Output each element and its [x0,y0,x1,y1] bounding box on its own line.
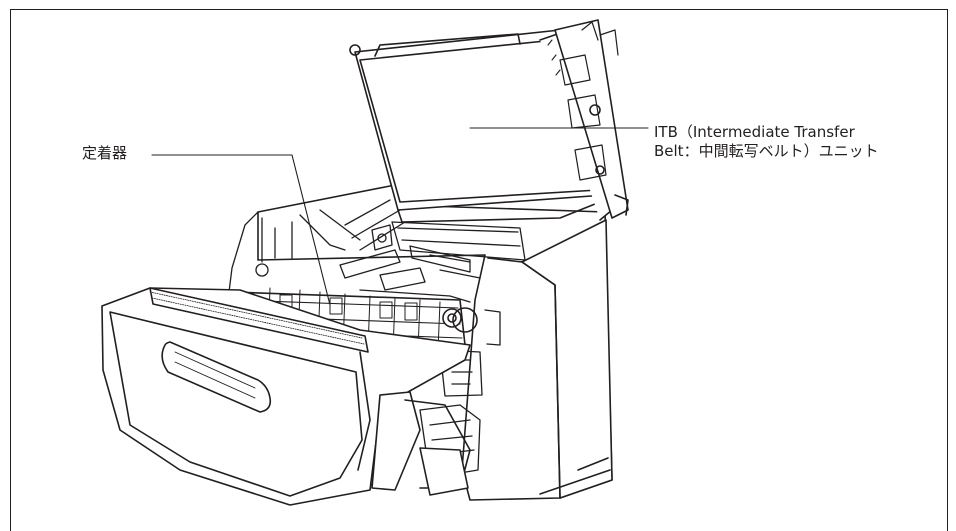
itb-label: ITB（Intermediate Transfer Belt：中間転写ベルト）ユ… [654,123,879,161]
fuser-label: 定着器 [82,144,128,162]
fuser-leader-line [151,154,331,306]
figure-frame [10,9,948,531]
printer-body [257,184,613,501]
front-cover [101,287,471,506]
itb-unit [349,19,629,223]
itb-label-line2: Belt：中間転写ベルト）ユニット [654,142,879,160]
itb-label-line1: ITB（Intermediate Transfer [654,123,855,141]
